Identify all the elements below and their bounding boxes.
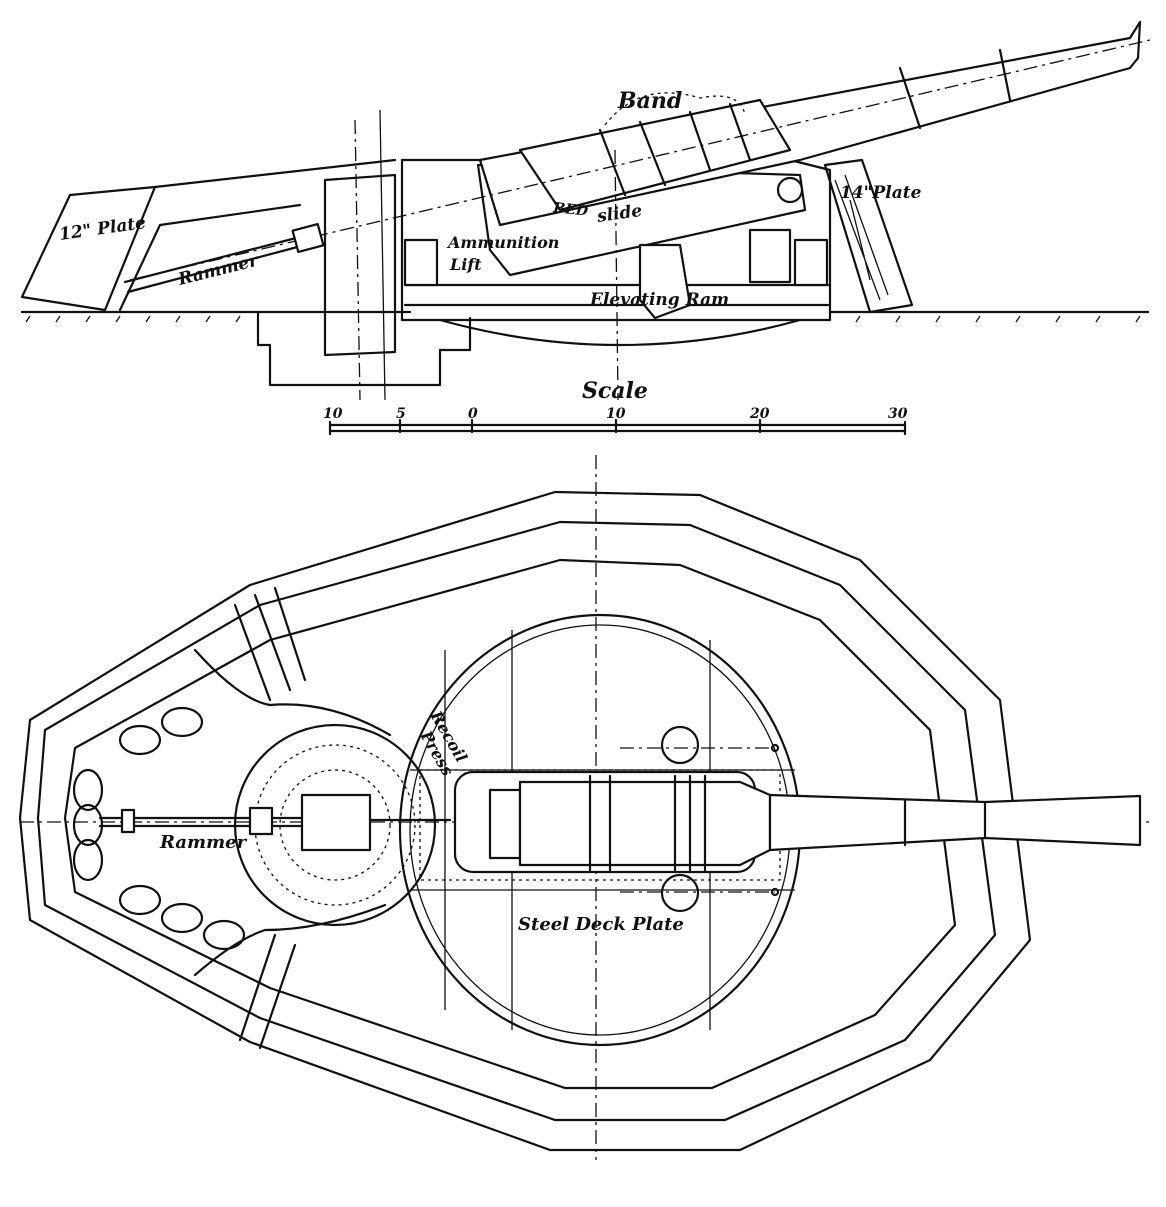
gun-chase-plan xyxy=(768,793,1142,852)
rear-armour-plate xyxy=(20,185,157,312)
label-rammer-elevation: Rammer xyxy=(175,251,261,291)
shell-racks xyxy=(72,706,246,951)
trunnion-dot-lower xyxy=(770,887,780,897)
loading-circle-inner xyxy=(279,769,391,881)
label-ammunition: Ammunition xyxy=(446,233,559,252)
racer-curve xyxy=(438,318,802,347)
scale-tick-30: 30 xyxy=(888,406,908,422)
label-bed: BED xyxy=(552,200,590,220)
broken-edge-upper xyxy=(193,648,392,737)
scale-tick-10: 10 xyxy=(606,406,626,422)
ammunition-lift-shaft xyxy=(323,173,397,357)
scale-tick-20: 20 xyxy=(749,406,770,422)
muzzle-line-plan xyxy=(903,798,987,847)
scale-tick-10-left: 10 xyxy=(323,406,343,422)
breech-bands-plan xyxy=(588,774,707,872)
trunnion-pin xyxy=(776,176,804,204)
foundation-block xyxy=(256,310,472,387)
plan-view xyxy=(18,455,1150,1160)
trunnion-circle-upper xyxy=(660,725,700,765)
lift-centreline-b xyxy=(379,109,386,401)
label-steel-deck-plate: Steel Deck Plate xyxy=(518,914,684,935)
trunnion-dot-upper xyxy=(770,743,780,753)
label-elevating-ram: Elevating Ram xyxy=(589,290,729,310)
upper-trunk xyxy=(233,586,307,702)
scale-tick-5: 5 xyxy=(396,406,406,422)
rammer-crosshead xyxy=(248,806,274,836)
front-armour-plate xyxy=(823,158,914,314)
scale-title: Scale xyxy=(582,378,648,404)
label-rammer-plan: Rammer xyxy=(159,832,248,853)
lift-centreline-a xyxy=(354,119,361,401)
vertical-centreline xyxy=(614,149,619,401)
breech-bands xyxy=(598,102,752,197)
broken-edge-lower xyxy=(193,903,387,977)
lower-trunk xyxy=(238,933,297,1050)
scale-bar xyxy=(328,418,907,436)
rammer-box xyxy=(300,793,372,852)
rear-glacis xyxy=(118,158,397,312)
ground-ticks xyxy=(25,315,1141,323)
rammer-rod xyxy=(123,235,307,294)
gun-muzzle-line xyxy=(898,48,1012,130)
roller-left xyxy=(403,238,439,287)
rammer-head xyxy=(291,222,325,254)
gun-slide xyxy=(476,163,807,277)
gun-breech xyxy=(518,98,792,212)
scale-tick-0: 0 xyxy=(468,406,478,422)
elevating-ram xyxy=(638,243,692,320)
label-band: Band xyxy=(617,88,682,114)
elevation-view xyxy=(20,20,1151,401)
roller-mid xyxy=(748,228,792,284)
scale-line xyxy=(328,418,907,436)
rammer-tail xyxy=(120,808,136,834)
gun-breech-plan xyxy=(518,780,772,867)
trunnion-circle-lower xyxy=(660,873,700,913)
loading-circle-dotted xyxy=(254,744,416,906)
label-front-plate: 14"Plate xyxy=(840,183,922,203)
label-lift: Lift xyxy=(449,255,482,274)
roller-right xyxy=(793,238,829,287)
band-outline xyxy=(604,92,746,126)
label-slide: slide xyxy=(595,201,644,227)
plate-hatching xyxy=(834,174,889,301)
